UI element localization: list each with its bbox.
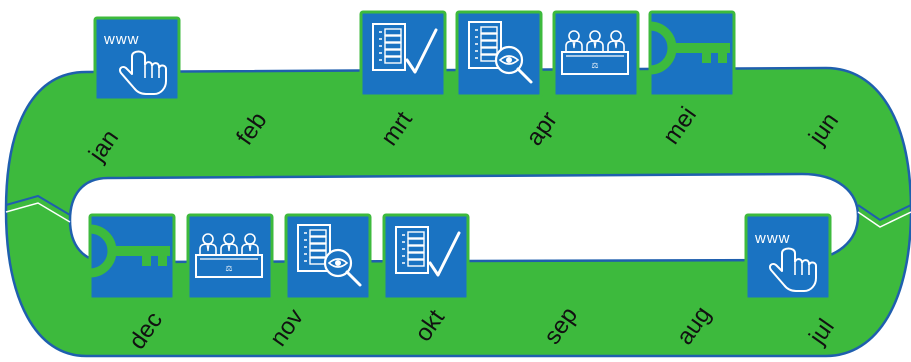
- key-icon: [89, 224, 170, 278]
- tile-inspect-top: [455, 10, 543, 98]
- tile-checklist-bottom: [382, 213, 470, 301]
- tile-website-bottom: www: [744, 213, 832, 301]
- www-label: www: [754, 230, 791, 247]
- key-icon: [649, 21, 730, 75]
- tile-website-top: www: [93, 16, 181, 102]
- tile-checklist-top: [359, 10, 447, 98]
- tile-panel-bottom: [186, 213, 274, 301]
- www-label: www: [103, 31, 140, 48]
- tile-inspect-bottom: [284, 213, 372, 301]
- tile-key-bottom: [88, 213, 176, 301]
- tile-key-top: [648, 10, 736, 98]
- tile-panel-top: [552, 10, 640, 98]
